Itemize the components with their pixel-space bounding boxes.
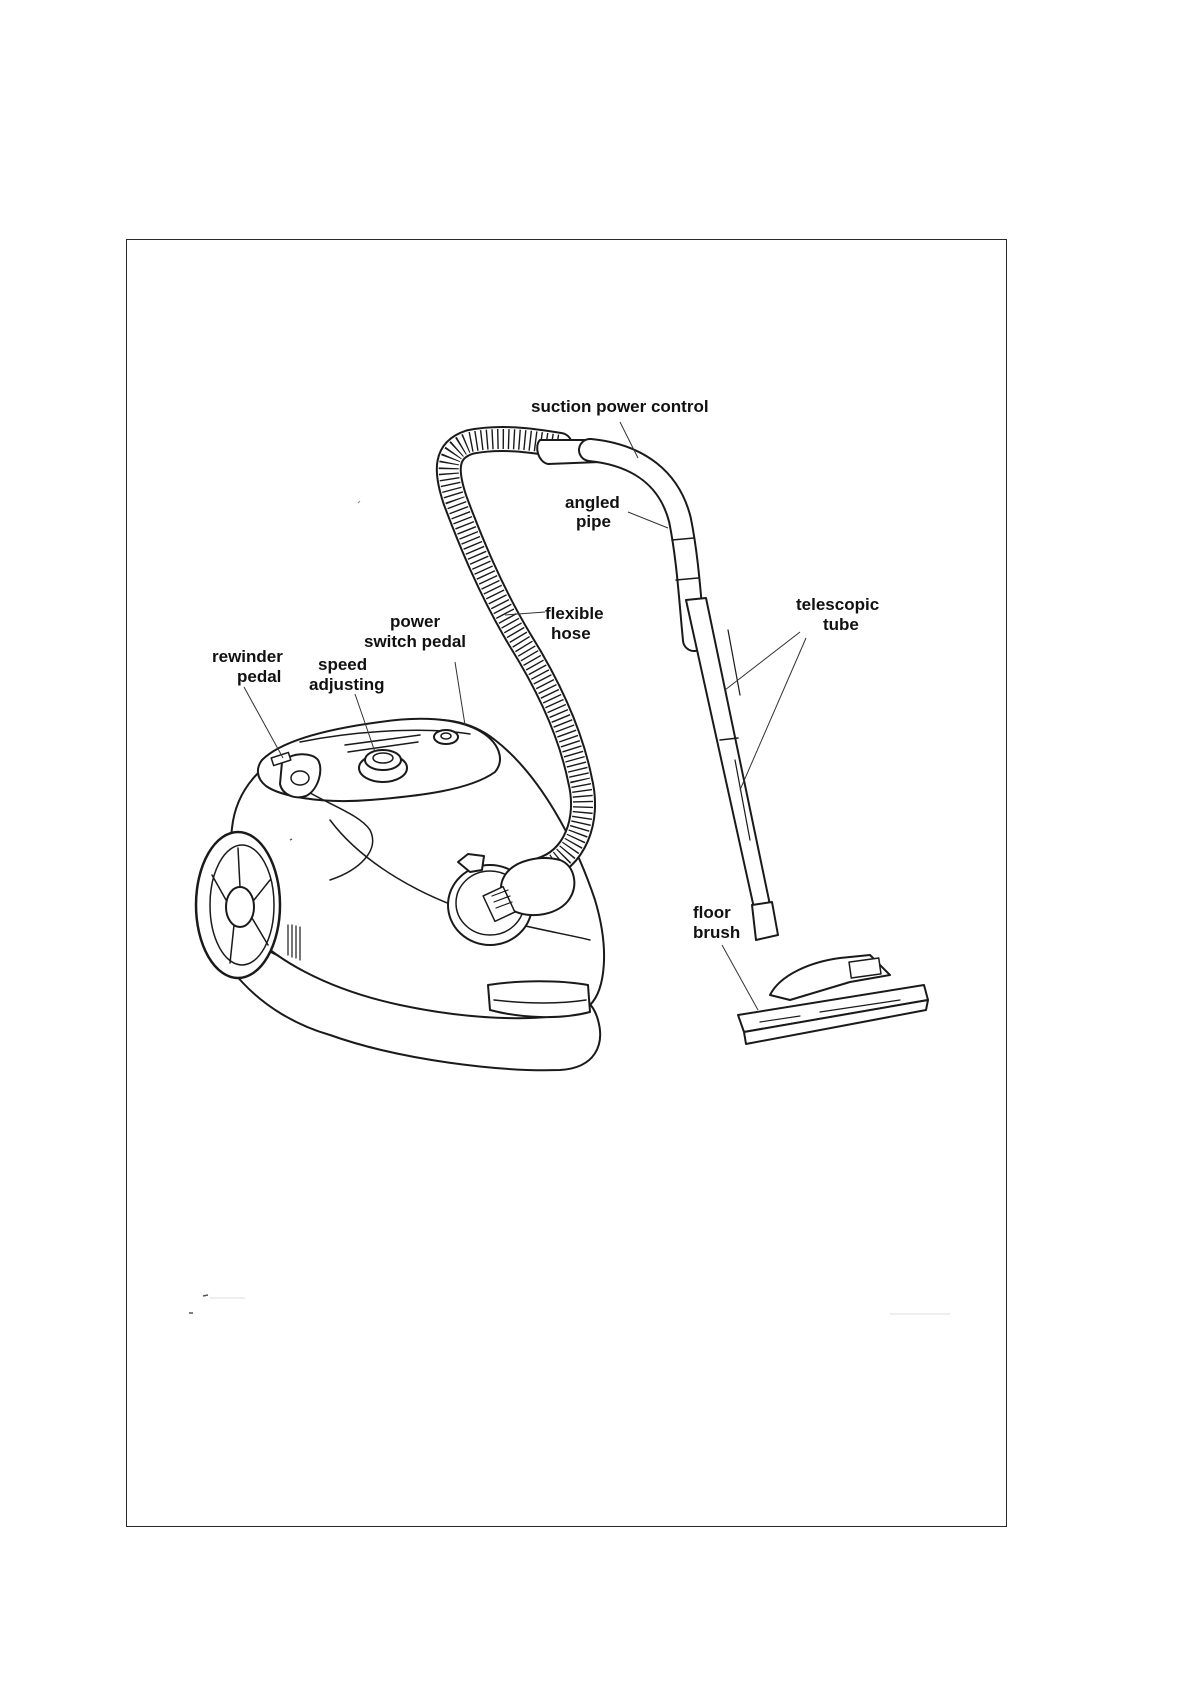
- label-rewinder-pedal-line1: rewinder: [212, 647, 283, 666]
- wand: [590, 450, 778, 940]
- label-flexible-hose-line2: hose: [551, 624, 591, 643]
- label-power-switch-pedal-line2: switch pedal: [364, 632, 466, 651]
- label-telescopic-tube-line1: telescopic: [796, 595, 879, 614]
- label-floor-brush-line2: brush: [693, 923, 740, 942]
- label-suction-power-control: suction power control: [531, 397, 709, 416]
- label-speed-adjusting-line2: adjusting: [309, 675, 385, 694]
- label-rewinder-pedal-line2: pedal: [237, 667, 281, 686]
- label-floor-brush-line1: floor: [693, 903, 731, 922]
- label-power-switch-pedal-line1: power: [390, 612, 440, 631]
- label-speed-adjusting-line1: speed: [318, 655, 367, 674]
- label-angled-pipe-line2: pipe: [576, 512, 611, 531]
- label-flexible-hose-line1: flexible: [545, 604, 604, 623]
- label-angled-pipe-line1: angled: [565, 493, 620, 512]
- floor-brush: [738, 955, 928, 1044]
- label-telescopic-tube-line2: tube: [823, 615, 859, 634]
